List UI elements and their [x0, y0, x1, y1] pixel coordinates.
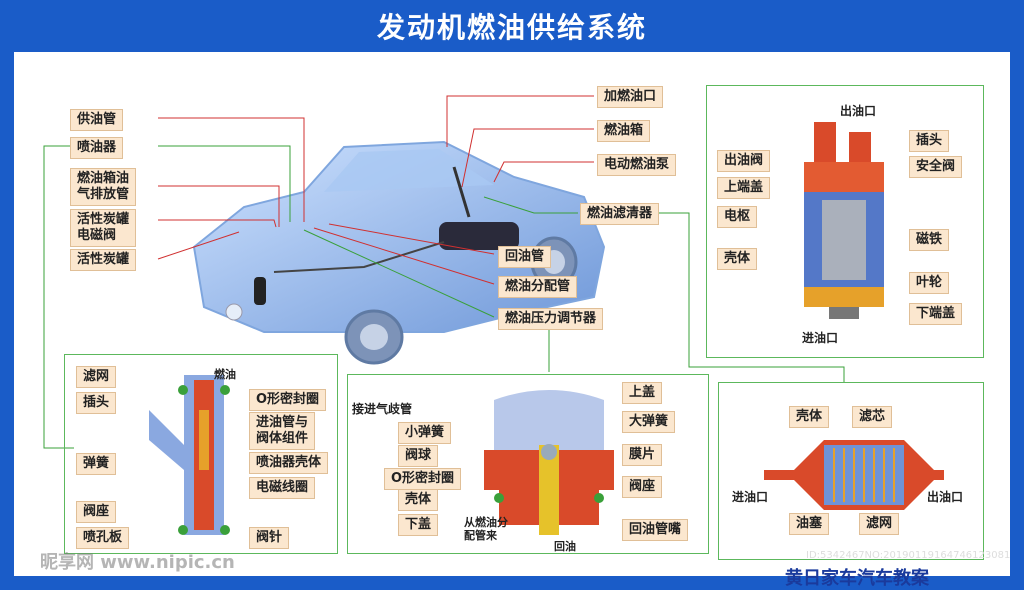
diagram-panel: 供油管 喷油器 燃油箱油 气排放管 活性炭罐 电磁阀 活性炭罐 加燃油口 燃油箱… [14, 52, 1010, 576]
regulator-small-spring: 小弹簧 [398, 422, 452, 444]
filter-plug: 油塞 [789, 513, 830, 535]
pump-upper-cover: 上端盖 [717, 177, 771, 199]
footer-bottom-text: 黄日家车汽车教案 [785, 568, 929, 589]
label-canister-valve: 活性炭罐 电磁阀 [70, 209, 137, 247]
injector-screen: 滤网 [76, 366, 117, 388]
injector-spring: 弹簧 [76, 453, 117, 475]
injector-plug: 插头 [76, 392, 117, 414]
regulator-diaphragm: 膜片 [622, 444, 663, 466]
regulator-big-spring: 大弹簧 [622, 411, 676, 433]
pump-outlet-valve: 出油阀 [717, 150, 771, 172]
label-injector: 喷油器 [70, 137, 124, 159]
label-regulator: 燃油压力调节器 [498, 308, 604, 330]
page-title: 发动机燃油供给系统 [376, 11, 647, 44]
pump-armature: 电枢 [717, 206, 758, 228]
image-id: ID:5342467NO:20190119164746123081 [806, 550, 1011, 561]
filter-core: 滤芯 [852, 406, 893, 428]
injector-oring: O形密封圈 [249, 389, 327, 411]
regulator-panel [347, 374, 709, 554]
label-return-pipe: 回油管 [498, 246, 552, 268]
watermark: 昵享网 www.nipic.cn [40, 552, 235, 573]
label-filter: 燃油滤清器 [580, 203, 660, 225]
regulator-housing: 壳体 [398, 489, 439, 511]
pump-inlet-text: 进油口 [802, 331, 839, 345]
regulator-lower-cover: 下盖 [398, 514, 439, 536]
pump-safety-valve: 安全阀 [909, 156, 963, 178]
label-canister: 活性炭罐 [70, 249, 137, 271]
label-tank-vent: 燃油箱油 气排放管 [70, 168, 137, 206]
injector-illustration [149, 375, 230, 535]
filter-screen: 滤网 [859, 513, 900, 535]
regulator-return-text: 回油 [554, 540, 576, 553]
injector-coil: 电磁线圈 [249, 477, 316, 499]
filter-inlet-text: 进油口 [732, 490, 769, 504]
filter-housing: 壳体 [789, 406, 830, 428]
pump-panel [706, 85, 984, 358]
pump-outlet-text: 出油口 [840, 104, 877, 118]
regulator-from-rail-text: 从燃油分 配管来 [464, 516, 508, 542]
filter-outlet-text: 出油口 [927, 490, 964, 504]
injector-seat: 阀座 [76, 501, 117, 523]
label-rail: 燃油分配管 [498, 276, 578, 298]
injector-shell: 喷油器壳体 [249, 452, 329, 474]
leader-lines [43, 95, 845, 449]
regulator-return-nozzle: 回油管嘴 [622, 519, 689, 541]
pump-lower-cover: 下端盖 [909, 303, 963, 325]
pump-housing: 壳体 [717, 248, 758, 270]
label-tank: 燃油箱 [597, 120, 651, 142]
filter-panel [718, 382, 984, 560]
pump-illustration [804, 122, 884, 319]
injector-orifice: 喷孔板 [76, 527, 130, 549]
injector-needle: 阀针 [249, 527, 290, 549]
pump-magnet: 磁铁 [909, 229, 950, 251]
regulator-illustration [484, 390, 614, 535]
pump-impeller: 叶轮 [909, 272, 950, 294]
regulator-upper-cover: 上盖 [622, 382, 663, 404]
regulator-manifold-text: 接进气歧管 [352, 402, 413, 416]
pump-plug: 插头 [909, 130, 950, 152]
label-supply-pipe: 供油管 [70, 109, 124, 131]
injector-fuel-text: 燃油 [214, 368, 236, 381]
injector-inlet-assembly: 进油管与 阀体组件 [249, 412, 316, 450]
injector-panel [64, 354, 338, 554]
regulator-oring: O形密封圈 [384, 468, 462, 490]
filter-illustration [764, 440, 944, 510]
regulator-ball: 阀球 [398, 445, 439, 467]
regulator-seat: 阀座 [622, 476, 663, 498]
label-pump: 电动燃油泵 [597, 154, 677, 176]
label-filler: 加燃油口 [597, 86, 664, 108]
